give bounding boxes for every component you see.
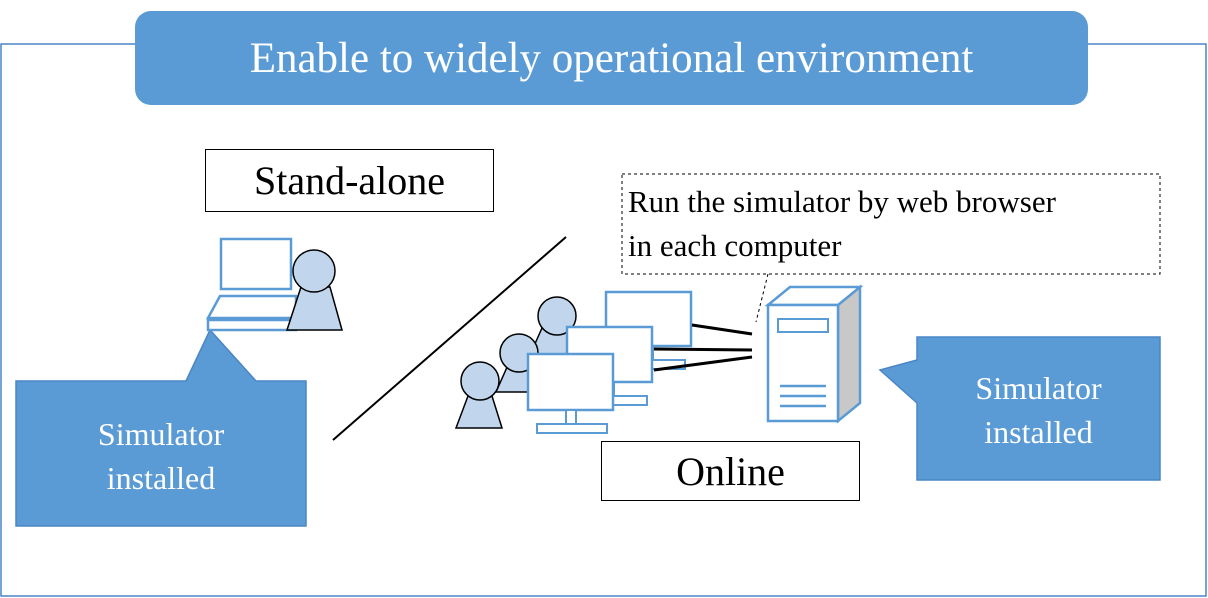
callout-right-text: Simulator installed [917, 366, 1160, 454]
callout-right-line2: installed [984, 414, 1093, 450]
divider-line [332, 236, 567, 441]
laptop-icon [205, 237, 298, 332]
callout-right [878, 336, 1161, 481]
person-icon [528, 296, 577, 356]
callout-left-line2: installed [106, 460, 216, 496]
browser-note-line1: Run the simulator by web browser [628, 184, 1056, 219]
callout-left-text: Simulator installed [16, 412, 306, 500]
browser-note-line2: in each computer [628, 228, 842, 263]
note-box [621, 173, 1161, 275]
callout-right-line1: Simulator [975, 370, 1102, 406]
callout-left [15, 328, 307, 527]
note-pointer [755, 273, 769, 323]
browser-note: Run the simulator by web browser in each… [622, 174, 1160, 274]
desktop-computer-icon [526, 352, 615, 434]
network-connections [653, 323, 753, 372]
standalone-label: Stand-alone [205, 149, 494, 212]
person-icon [454, 361, 504, 429]
online-label: Online [601, 441, 860, 501]
server-icon [764, 284, 864, 424]
diagram-title: Enable to widely operational environment [135, 11, 1088, 105]
person-icon [285, 249, 343, 331]
callout-left-line1: Simulator [97, 416, 225, 452]
